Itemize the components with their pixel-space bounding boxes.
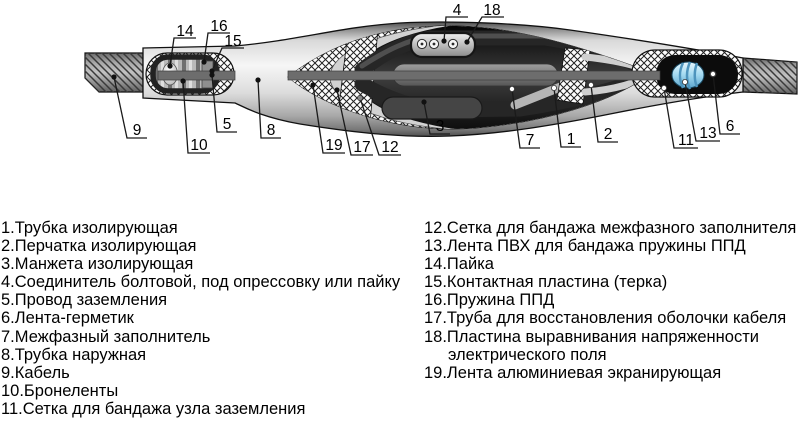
callout-3: 3 (421, 99, 450, 135)
callout-2: 2 (588, 82, 618, 143)
insulating-cuff (381, 96, 483, 120)
ppd-spring-coils (678, 61, 699, 90)
callout-label: 14 (176, 23, 194, 40)
callout-label: 12 (381, 139, 398, 156)
callout-label: 16 (210, 18, 227, 35)
callout-9: 9 (111, 74, 147, 139)
callout-label: 5 (223, 116, 232, 133)
callout-label: 9 (133, 122, 142, 139)
bolt-connector (409, 31, 477, 59)
callout-label: 18 (483, 2, 500, 19)
legend-item-14: 14.Пайка (424, 255, 494, 274)
callout-label: 6 (726, 118, 735, 135)
callout-6: 6 (710, 71, 740, 135)
callout-label: 1 (567, 131, 576, 148)
callout-1: 1 (551, 85, 581, 148)
legend-column-left: 1.Трубка изолирующая 2.Перчатка изолирую… (1, 219, 421, 418)
callout-19: 19 (310, 82, 345, 154)
callouts: 14 16 15 4 18 9 10 5 8 19 17 12 3 7 1 2 … (111, 2, 740, 156)
callout-13: 13 (682, 79, 720, 142)
legend-column-right: 12.Сетка для бандажа межфазного заполнит… (424, 219, 800, 382)
callout-17: 17 (334, 87, 373, 156)
callout-label: 10 (190, 137, 208, 154)
legend-item-1: 1.Трубка изолирующая (1, 219, 178, 237)
callout-7: 7 (508, 86, 540, 149)
callout-label: 15 (224, 33, 241, 50)
callout-label: 17 (353, 139, 370, 156)
callout-14: 14 (167, 23, 196, 69)
cable-joint-diagram: 14 16 15 4 18 9 10 5 8 19 17 12 3 7 1 2 … (84, 2, 798, 156)
legend-item-9: 9.Кабель (1, 363, 70, 382)
legend-item-3: 3.Манжета изолирующая (1, 255, 194, 274)
legend-item-10: 10.Бронеленты (1, 381, 119, 400)
legend-item-12: 12.Сетка для бандажа межфазного заполнит… (424, 219, 797, 237)
legend-item-19: 19.Лента алюминиевая экранирующая (424, 363, 722, 382)
callout-label: 19 (325, 137, 342, 154)
callout-16: 16 (201, 18, 230, 65)
cable-left (84, 52, 144, 93)
callout-label: 4 (453, 2, 462, 19)
callout-8: 8 (255, 77, 281, 139)
callout-11: 11 (661, 85, 698, 149)
legend-item-13: 13.Лента ПВХ для бандажа пружины ППД (424, 237, 746, 256)
legend-item-6: 6.Лента-герметик (1, 309, 134, 328)
legend-item-17: 17.Труба для восстановления оболочки каб… (424, 309, 787, 328)
callout-label: 11 (678, 132, 694, 149)
callout-label: 13 (699, 125, 716, 142)
cable-right (742, 57, 798, 95)
legend-item-16: 16.Пружина ППД (424, 291, 555, 310)
callout-label: 7 (526, 132, 535, 149)
callout-label: 2 (604, 126, 613, 143)
callout-label: 3 (436, 118, 445, 135)
callout-12: 12 (357, 95, 401, 156)
callout-4: 4 (441, 2, 468, 44)
legend-item-8: 8.Трубка наружная (1, 345, 147, 364)
legend-item-18: 18.Пластина выравнивания напряженности э… (424, 327, 759, 364)
ground-wire-main (287, 70, 661, 81)
legend-item-2: 2.Перчатка изолирующая (1, 237, 197, 256)
callout-5: 5 (209, 72, 237, 133)
legend-item-4: 4.Соединитель болтовой, под опрессовку и… (1, 273, 401, 292)
legend-item-15: 15.Контактная пластина (терка) (424, 273, 668, 292)
callout-label: 8 (267, 122, 276, 139)
ground-wire-left (157, 70, 236, 81)
legend-item-7: 7.Межфазный заполнитель (1, 327, 211, 346)
legend-item-11: 11.Сетка для бандажа узла заземления (1, 399, 306, 418)
callout-15: 15 (209, 33, 244, 74)
legend-item-5: 5.Провод заземления (1, 291, 168, 310)
callout-18: 18 (464, 2, 504, 45)
callout-10: 10 (180, 78, 210, 154)
